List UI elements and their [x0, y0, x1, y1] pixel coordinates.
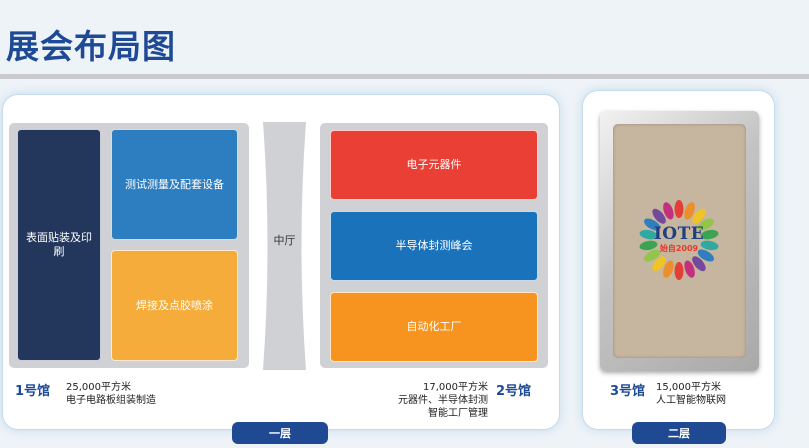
logo-petal	[652, 208, 666, 224]
iote-logo-icon	[639, 200, 719, 280]
logo-petal	[684, 202, 695, 220]
hall-3-area: 15,000平方米	[656, 382, 721, 393]
logo-petal	[692, 208, 706, 224]
central-lobby-label: 中厅	[273, 234, 296, 247]
iote-logo-word: IOTE	[653, 224, 705, 244]
zone-smt-printing[interactable]: 表面贴装及印刷	[17, 129, 101, 361]
hall-1-area: 25,000平方米	[66, 382, 131, 393]
zone-welding-dispensing[interactable]: 焊接及点胶喷涂	[111, 250, 238, 361]
hall-3-theme: 人工智能物联网	[656, 395, 726, 406]
zone-electronic-components[interactable]: 电子元器件	[330, 130, 538, 200]
zone-semiconductor-summit[interactable]: 半导体封测峰会	[330, 211, 538, 281]
hall-3-name: 3号馆	[610, 384, 646, 399]
hall-1-theme: 电子电路板组装制造	[66, 395, 156, 406]
logo-petal	[674, 262, 684, 280]
tab-floor-1[interactable]: 一层	[232, 422, 328, 444]
logo-petal	[684, 260, 695, 278]
tab-floor-2[interactable]: 二层	[632, 422, 726, 444]
hall-2-name: 2号馆	[496, 384, 532, 399]
logo-petal	[697, 218, 714, 231]
hall-3-area[interactable]	[613, 124, 746, 358]
logo-petal	[644, 218, 661, 231]
logo-petal	[663, 260, 674, 278]
hall-2-theme-line1: 元器件、半导体封测	[398, 395, 488, 406]
logo-petal	[639, 229, 658, 240]
hall-1-info: 25,000平方米 电子电路板组装制造	[66, 381, 156, 407]
logo-petal	[674, 200, 684, 218]
hall-2-info: 17,000平方米 元器件、半导体封测 智能工厂管理	[360, 381, 488, 420]
logo-petal	[700, 240, 719, 251]
zone-automation-factory[interactable]: 自动化工厂	[330, 292, 538, 362]
logo-petal	[644, 249, 661, 262]
logo-petal	[663, 202, 674, 220]
logo-petal	[692, 256, 706, 272]
title-divider	[0, 74, 809, 79]
hall-2-area: 17,000平方米	[423, 382, 488, 393]
hall-2-theme-line2: 智能工厂管理	[428, 408, 488, 419]
logo-petal	[700, 229, 719, 240]
central-lobby-shape	[263, 122, 306, 370]
logo-petal	[652, 256, 666, 272]
logo-petal	[697, 249, 714, 262]
logo-petal	[639, 240, 658, 251]
page-title: 展会布局图	[6, 27, 176, 66]
hall-1-name: 1号馆	[15, 384, 51, 399]
iote-logo-sub: 始自2009	[659, 244, 699, 253]
hall-3-info: 15,000平方米 人工智能物联网	[656, 381, 726, 407]
zone-test-measurement[interactable]: 测试测量及配套设备	[111, 129, 238, 240]
